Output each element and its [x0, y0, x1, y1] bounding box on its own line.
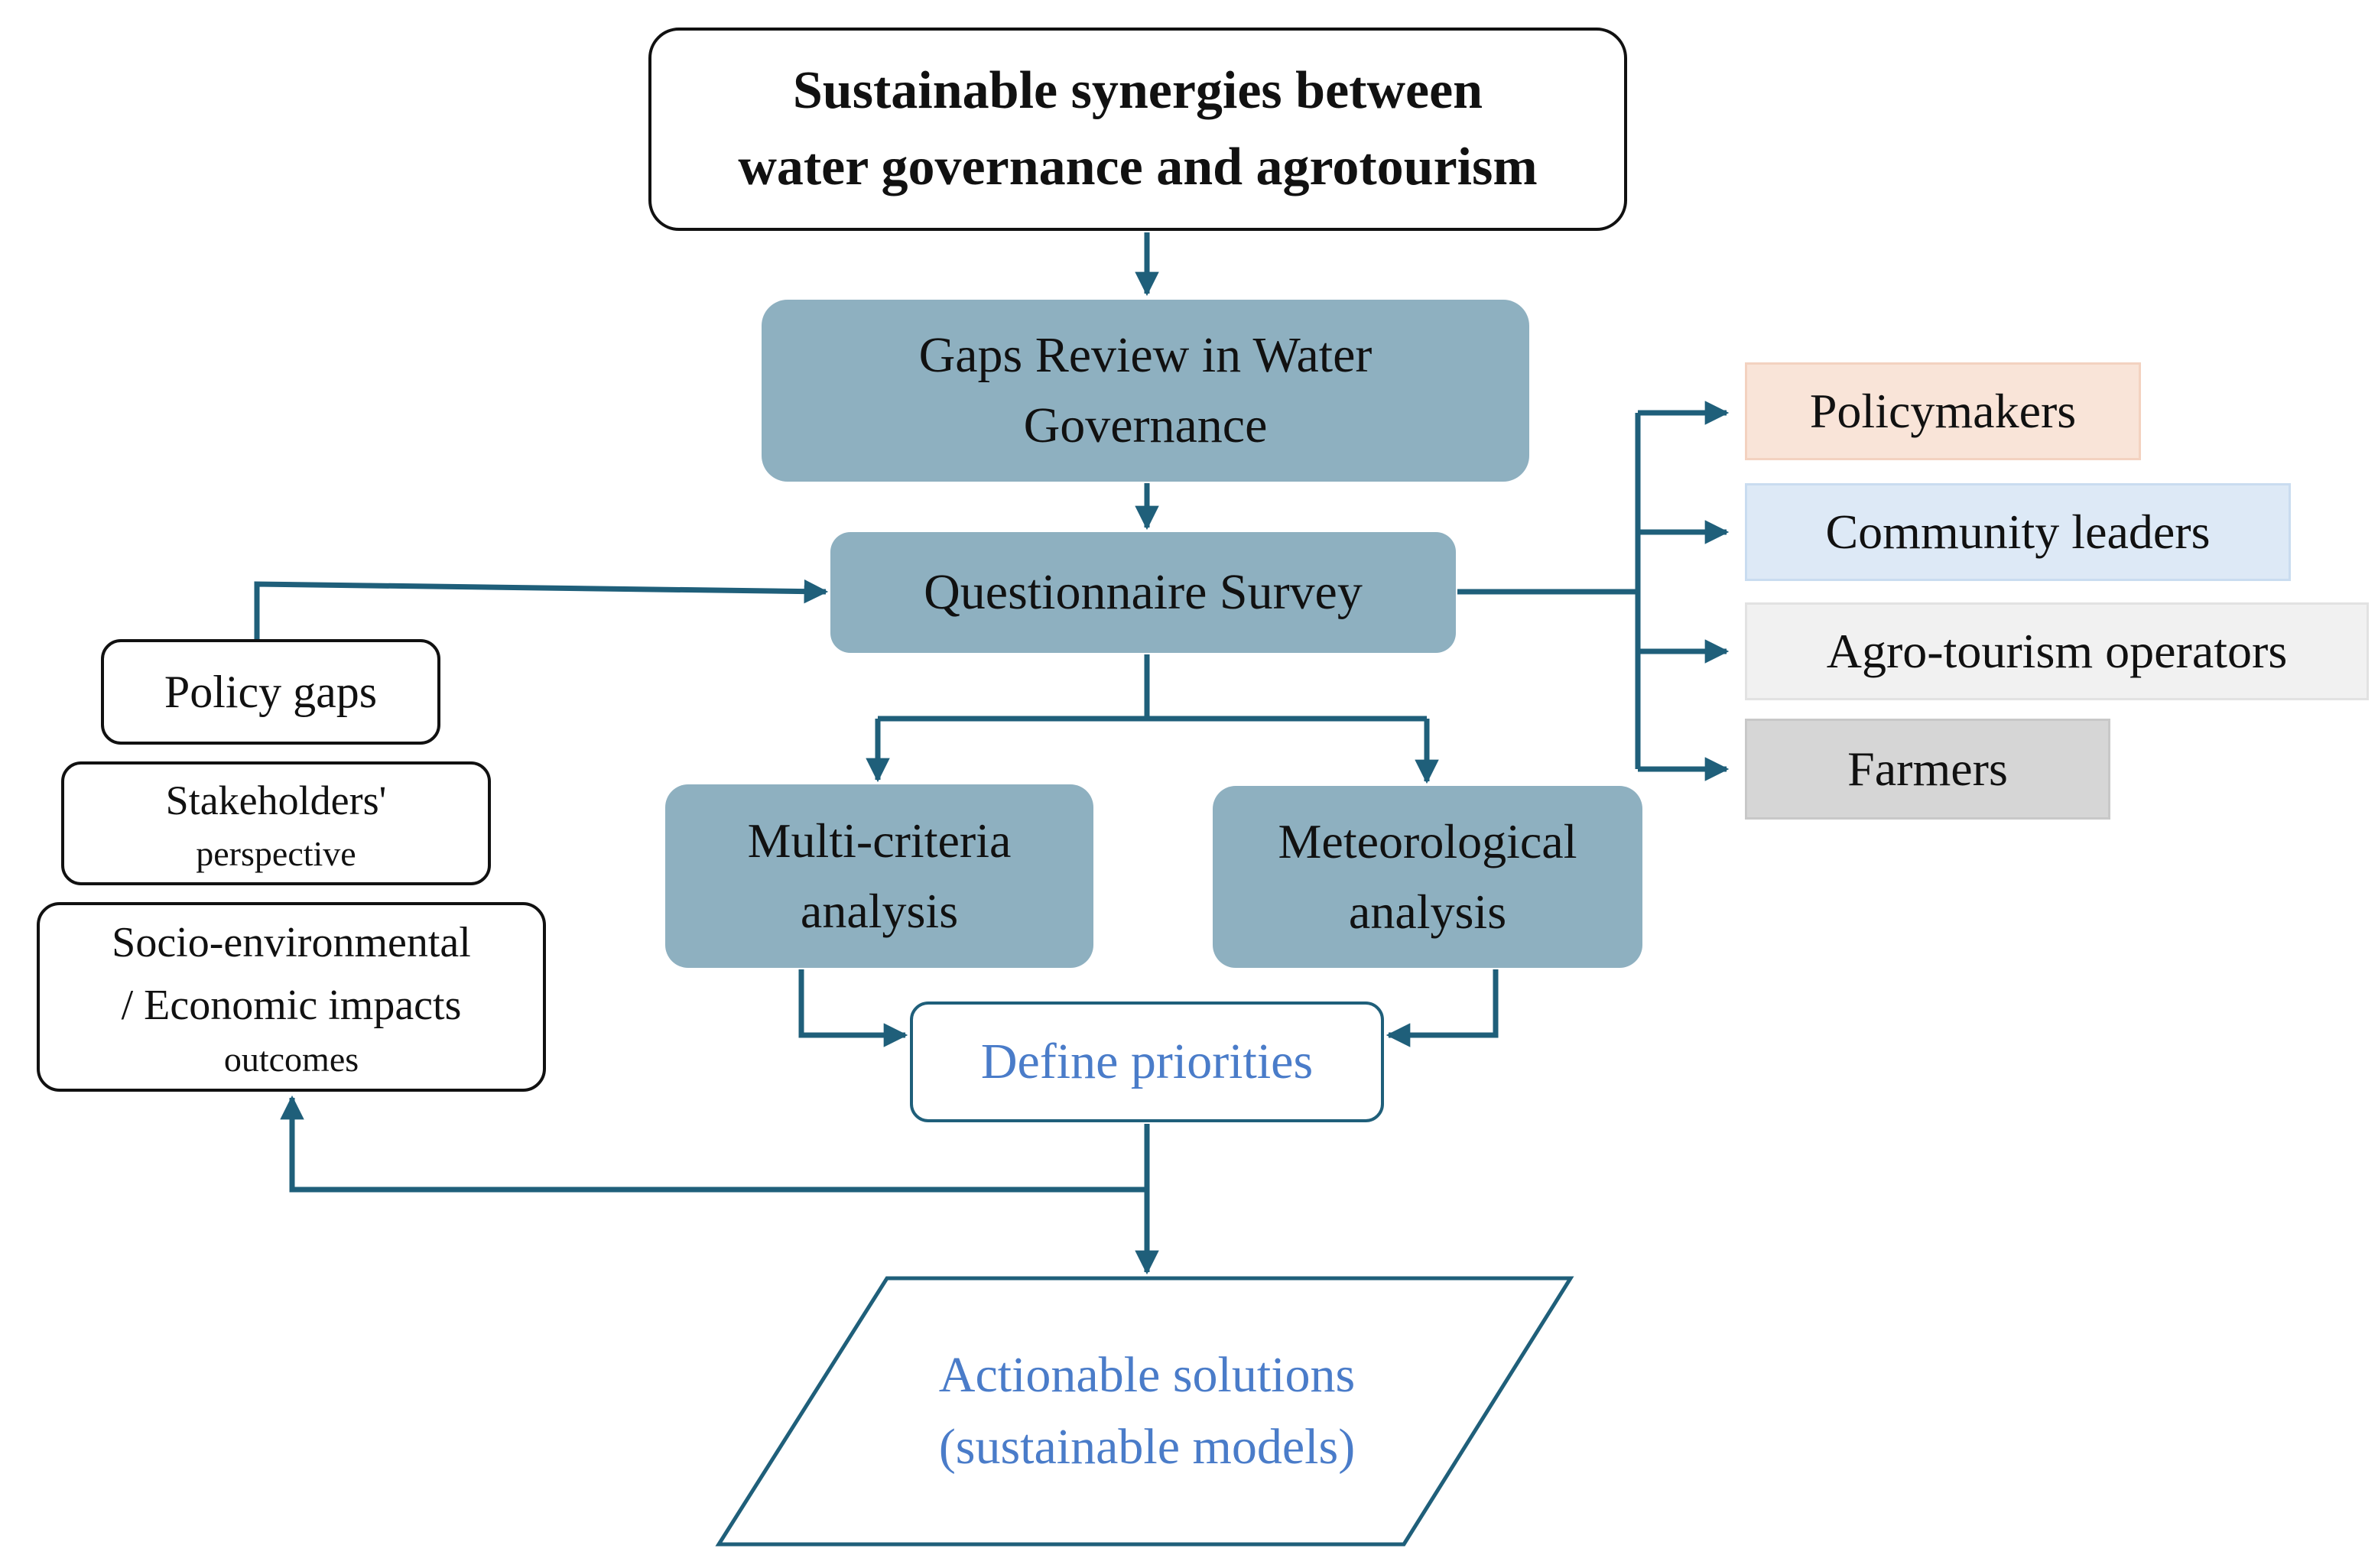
impacts-label-line-3: outcomes [223, 1040, 359, 1079]
stakeholder-agro-tourism-operators: Agro-tourism operators [1745, 602, 2369, 700]
stakeholder-farmers: Farmers [1745, 719, 2110, 820]
define-priorities-box: Define priorities [910, 1002, 1384, 1122]
connector-questionnaire-split [878, 654, 1427, 722]
actionable-line-1: Actionable solutions [938, 1347, 1356, 1403]
community-leaders-label: Community leaders [1825, 505, 2211, 559]
title-line-2: water governance and agrotourism [738, 138, 1538, 196]
arrow-define-to-impacts [280, 1095, 1147, 1193]
actionable-solutions-shape [715, 1276, 1574, 1547]
arrow-policy-gaps-to-questionnaire [254, 579, 829, 639]
impacts-label-line-2: / Economic impacts [121, 982, 462, 1029]
gaps-review-box: Gaps Review in Water Governance [762, 300, 1529, 482]
connector-stakeholder-trunk [1457, 413, 1641, 769]
meteorological-box: Meteorological analysis [1213, 786, 1642, 968]
actionable-line-2: (sustainable models) [938, 1419, 1356, 1475]
policy-gaps-box: Policy gaps [101, 639, 440, 745]
questionnaire-survey-label: Questionnaire Survey [924, 564, 1363, 620]
multi-criteria-label: Multi-criteria analysis [747, 813, 1012, 938]
impacts-label-line-1: Socio-environmental [112, 919, 471, 966]
title-line-1: Sustainable synergies between [792, 61, 1483, 120]
questionnaire-survey-box: Questionnaire Survey [830, 532, 1456, 653]
stakeholders-label-line-1: Stakeholders' [165, 778, 387, 823]
arrow-multi-to-define [798, 969, 908, 1047]
impacts-box: Socio-environmental / Economic impacts o… [37, 902, 546, 1092]
stakeholder-community-leaders: Community leaders [1745, 483, 2291, 581]
multi-criteria-box: Multi-criteria analysis [665, 784, 1093, 968]
policy-gaps-label: Policy gaps [164, 666, 378, 717]
stakeholder-policymakers: Policymakers [1745, 362, 2141, 460]
stakeholders-perspective-box: Stakeholders' perspective [61, 761, 491, 885]
stakeholders-label-line-2: perspective [196, 834, 356, 873]
farmers-label: Farmers [1847, 742, 2008, 796]
actionable-solutions-text: Actionable solutions (sustainable models… [841, 1339, 1453, 1483]
meteorological-label: Meteorological analysis [1278, 814, 1577, 939]
gaps-review-label: Gaps Review in Water Governance [918, 327, 1373, 453]
define-priorities-label: Define priorities [980, 1034, 1314, 1089]
policymakers-label: Policymakers [1809, 384, 2077, 438]
title-box: Sustainable synergies between water gove… [648, 28, 1627, 231]
arrow-meteo-to-define [1386, 969, 1499, 1047]
agro-tourism-operators-label: Agro-tourism operators [1826, 624, 2288, 678]
